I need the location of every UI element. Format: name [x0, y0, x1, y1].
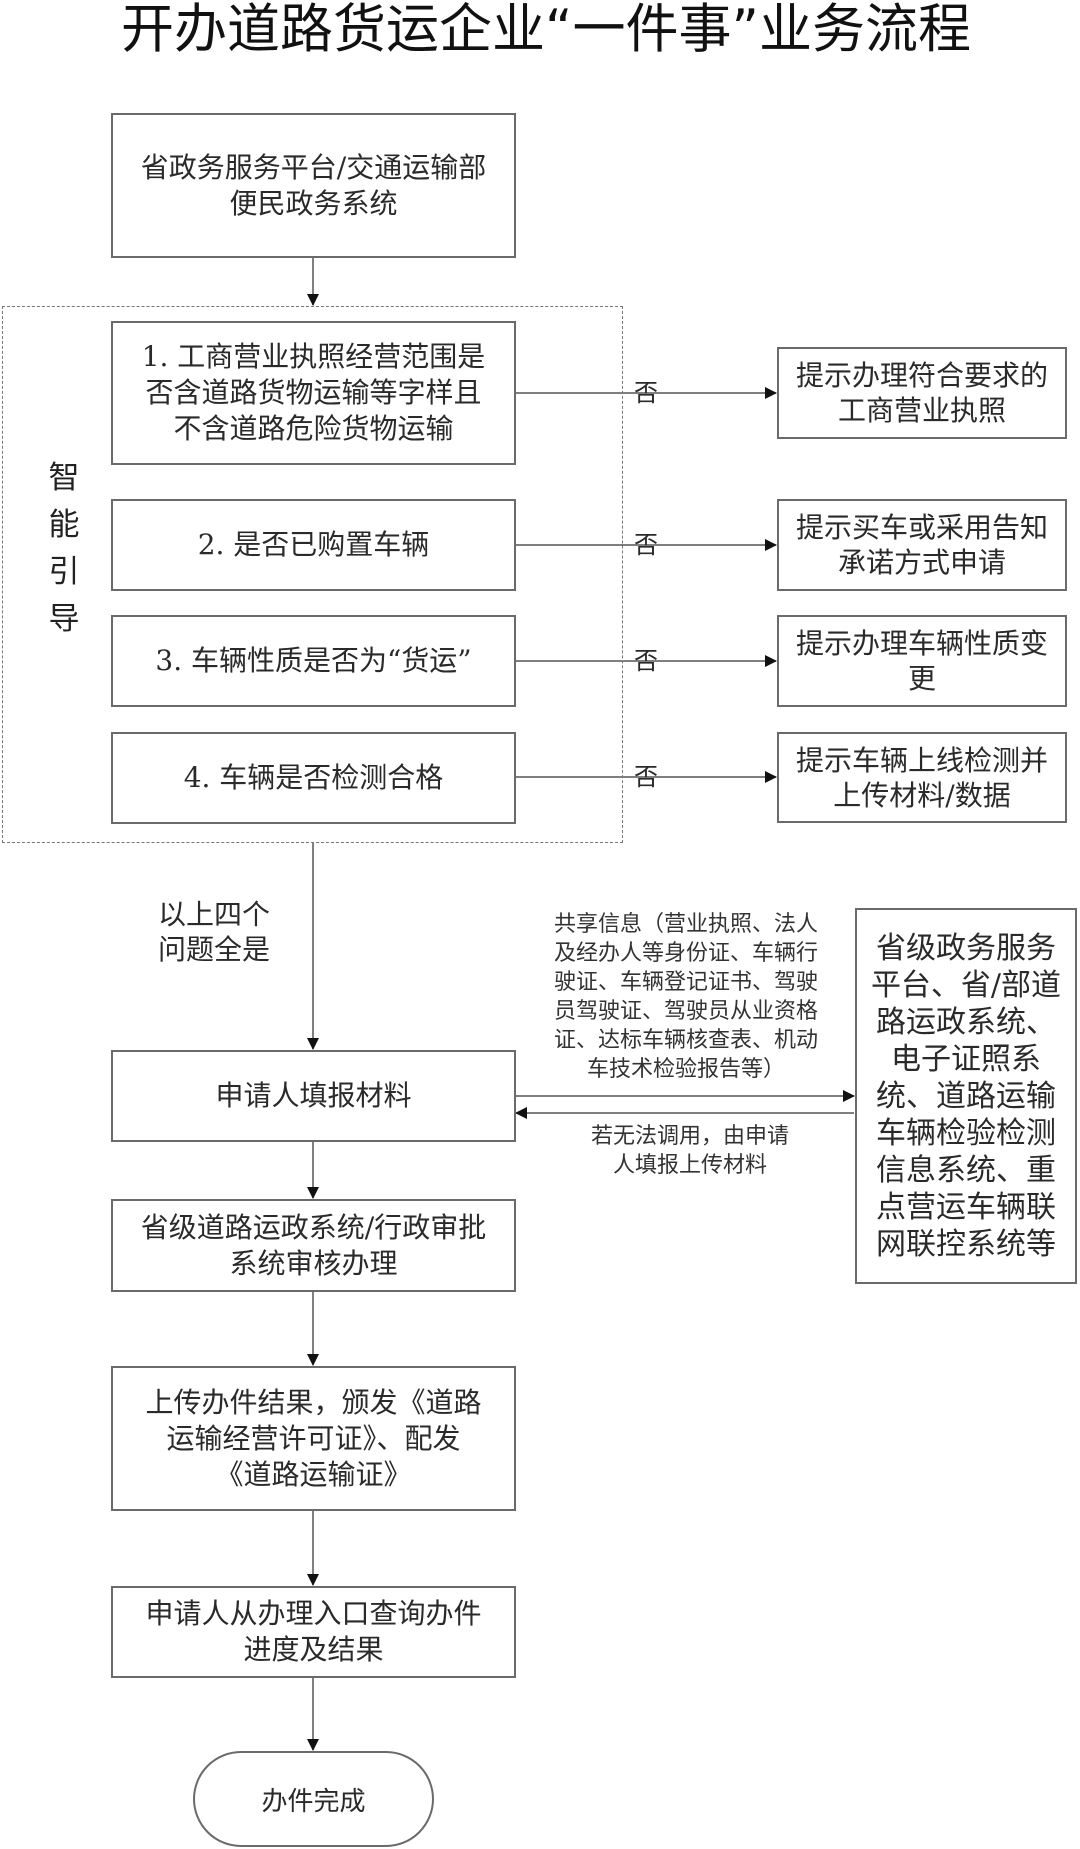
step-query-progress-box: 申请人从办理入口查询办件 进度及结果	[111, 1586, 516, 1678]
systems-box: 省级政务服务 平台、省/部道 路运政系统、 电子证照系 统、道路运输 车辆检验检…	[855, 908, 1077, 1284]
page-title: 开办道路货运企业“一件事”业务流程	[121, 0, 971, 60]
prompt-4-box: 提示车辆上线检测并 上传材料/数据	[777, 732, 1067, 823]
question-4-box: 4. 车辆是否检测合格	[111, 732, 516, 824]
smart-guide-label: 智 能 引 导	[48, 460, 80, 637]
fallback-note: 若无法调用，由申请 人填报上传材料	[590, 1124, 789, 1178]
step-issue-license-box: 上传办件结果，颁发《道路 运输经营许可证》、配发 《道路运输证》	[111, 1366, 516, 1511]
step-review-box: 省级道路运政系统/行政审批 系统审核办理	[111, 1199, 516, 1292]
prompt-3-box: 提示办理车辆性质变 更	[777, 615, 1067, 707]
shared-info-note: 共享信息（营业执照、法人 及经办人等身份证、车辆行 驶证、车辆登记证书、驾驶 员…	[553, 912, 818, 1082]
prompt-2-box: 提示买车或采用告知 承诺方式申请	[777, 499, 1067, 591]
question-1-box: 1. 工商营业执照经营范围是 否含道路货物运输等字样且 不含道路危险货物运输	[111, 321, 516, 465]
no-label-3: 否	[634, 647, 658, 675]
smart-guide-group	[2, 306, 623, 843]
no-label-4: 否	[634, 763, 658, 791]
prompt-1-box: 提示办理符合要求的 工商营业执照	[777, 347, 1067, 439]
all-yes-label: 以上四个 问题全是	[158, 898, 271, 966]
no-label-2: 否	[634, 531, 658, 559]
question-3-box: 3. 车辆性质是否为“货运”	[111, 615, 516, 707]
no-label-1: 否	[634, 379, 658, 407]
end-terminal: 办件完成	[193, 1751, 434, 1847]
entry-platform-box: 省政务服务平台/交通运输部 便民政务系统	[111, 113, 516, 258]
question-2-box: 2. 是否已购置车辆	[111, 499, 516, 591]
step-fill-materials-box: 申请人填报材料	[111, 1050, 516, 1142]
